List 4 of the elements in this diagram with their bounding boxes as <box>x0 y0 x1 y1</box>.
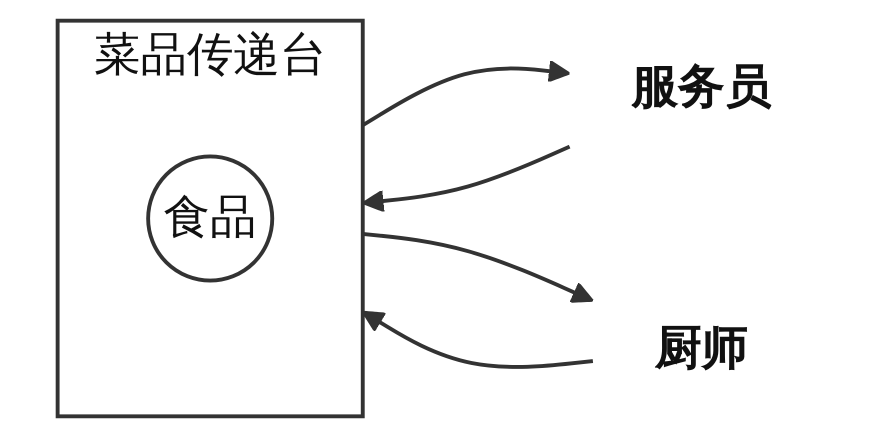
arrow <box>362 232 594 303</box>
node-text: 服务员 <box>632 60 772 116</box>
node-text: 厨师 <box>654 322 748 376</box>
node-circle: 食品 <box>146 154 274 282</box>
